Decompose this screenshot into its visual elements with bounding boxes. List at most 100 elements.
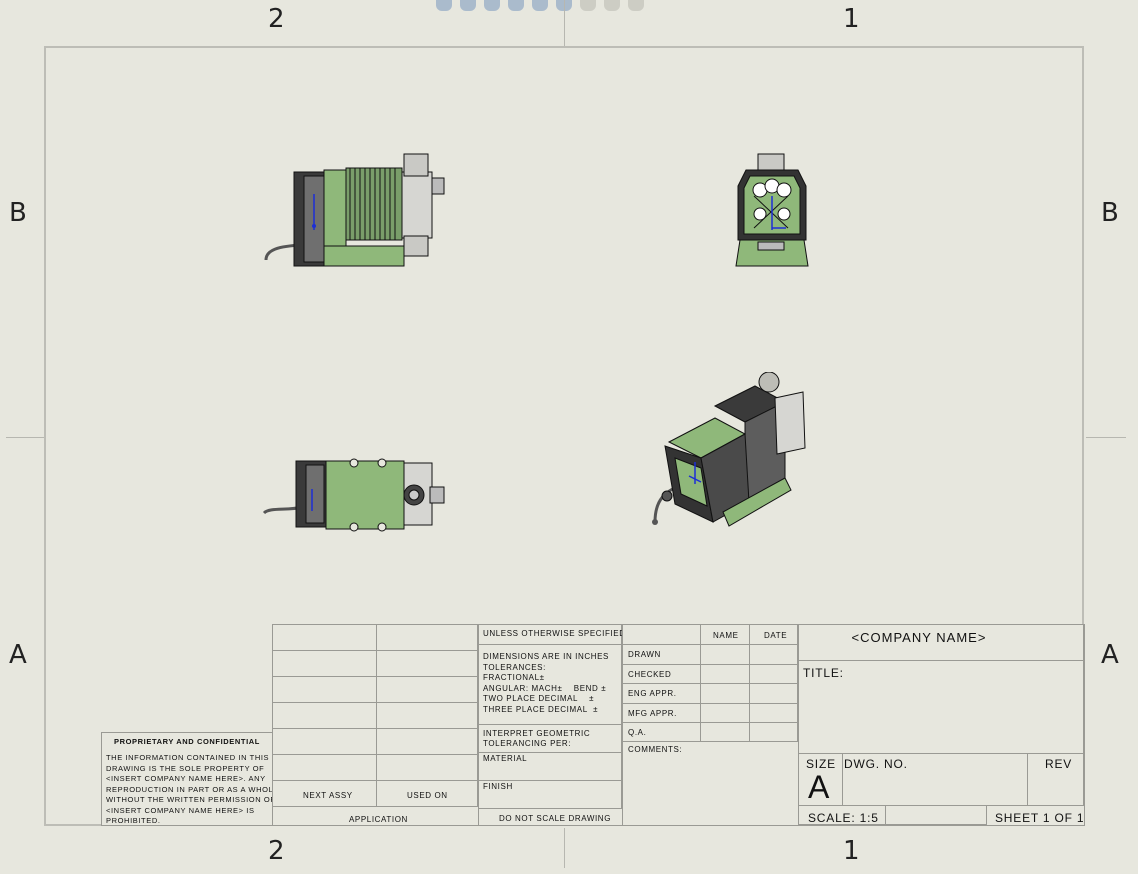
finish-cell — [479, 781, 622, 809]
zone-divider — [6, 437, 44, 438]
date-header-cell — [750, 625, 798, 645]
zone-label-left-b: B — [9, 198, 27, 228]
approval-row — [623, 645, 701, 665]
hide-show-icon[interactable] — [604, 0, 620, 11]
proprietary-heading: PROPRIETARY AND CONFIDENTIAL — [114, 737, 260, 746]
approval-row — [623, 703, 701, 723]
display-style-icon[interactable] — [580, 0, 596, 11]
view-toolbar — [436, 0, 696, 12]
zone-label-top-1: 1 — [843, 4, 860, 34]
grid-cell — [377, 703, 478, 729]
proprietary-line: <INSERT COMPANY NAME HERE>. ANY — [106, 774, 266, 783]
approval-label: CHECKED — [628, 670, 672, 679]
approval-row — [623, 664, 701, 684]
next-assy-cell — [273, 781, 377, 807]
grid-cell — [273, 755, 377, 781]
approval-label: Q.A. — [628, 728, 647, 737]
approval-label: ENG APPR. — [628, 689, 677, 698]
used-on-cell — [377, 781, 478, 807]
size-label: SIZE — [806, 757, 836, 771]
dimensions-line: TOLERANCES: — [483, 662, 546, 672]
side-view[interactable] — [730, 150, 814, 272]
title-label: TITLE: — [803, 666, 844, 680]
zone-label-bottom-1: 1 — [843, 836, 860, 866]
dwg-no-cell[interactable] — [843, 754, 1028, 806]
unless-cell — [479, 625, 622, 645]
interpret-line: TOLERANCING PER: — [483, 739, 572, 748]
interpret-cell — [479, 725, 622, 753]
approval-date-cell[interactable] — [750, 703, 798, 723]
appearance-icon[interactable] — [628, 0, 644, 11]
approval-date-cell[interactable] — [750, 723, 798, 742]
scale-label: SCALE: 1:5 — [808, 811, 879, 825]
zone-divider — [1086, 437, 1126, 438]
approval-name-cell[interactable] — [701, 664, 750, 684]
pan-icon[interactable] — [508, 0, 524, 11]
approval-name-cell[interactable] — [701, 703, 750, 723]
top-view[interactable] — [258, 455, 453, 535]
company-cell[interactable] — [799, 625, 1084, 661]
approval-name-cell[interactable] — [701, 684, 750, 704]
grid-cell — [377, 677, 478, 703]
name-header-cell — [701, 625, 750, 645]
size-cell — [799, 754, 843, 806]
material-label: MATERIAL — [483, 754, 528, 763]
name-header: NAME — [713, 631, 739, 640]
grid-cell — [377, 755, 478, 781]
proprietary-line: <INSERT COMPANY NAME HERE> IS — [106, 805, 255, 815]
rev-label: REV — [1045, 757, 1073, 771]
zone-divider — [564, 0, 565, 46]
scale-cell — [799, 806, 886, 825]
zone-label-right-b: B — [1101, 198, 1119, 228]
front-view[interactable] — [258, 150, 453, 270]
approvals-header-cell — [623, 625, 701, 645]
grid-cell — [377, 651, 478, 677]
rev-cell[interactable] — [1028, 754, 1084, 806]
proprietary-line: PROHIBITED. — [106, 816, 161, 825]
material-cell — [479, 753, 622, 781]
revision-grid: NEXT ASSY USED ON APPLICATION — [272, 624, 479, 826]
dimensions-line: TWO PLACE DECIMAL ± — [483, 694, 595, 703]
approval-label: MFG APPR. — [628, 709, 677, 718]
size-value: A — [808, 769, 830, 805]
sheet-label: SHEET 1 OF 1 — [995, 811, 1085, 825]
zone-divider — [564, 828, 565, 868]
title-cell[interactable] — [799, 661, 1084, 754]
interpret-line: INTERPRET GEOMETRIC — [483, 729, 591, 738]
weight-cell — [886, 806, 987, 825]
dimensions-line: THREE PLACE DECIMAL ± — [483, 704, 599, 714]
approval-name-cell[interactable] — [701, 723, 750, 742]
zoom-to-fit-icon[interactable] — [436, 0, 452, 11]
proprietary-box: PROPRIETARY AND CONFIDENTIAL THE INFORMA… — [101, 732, 278, 826]
next-assy-label: NEXT ASSY — [303, 791, 353, 800]
zone-label-left-a: A — [9, 640, 27, 670]
dwg-no-label: DWG. NO. — [844, 757, 908, 771]
proprietary-line: DRAWING IS THE SOLE PROPERTY OF — [106, 763, 265, 773]
zoom-area-icon[interactable] — [460, 0, 476, 11]
approval-date-cell[interactable] — [750, 664, 798, 684]
unless-label: UNLESS OTHERWISE SPECIFIED: — [483, 629, 629, 638]
grid-cell — [273, 625, 377, 651]
grid-cell — [273, 677, 377, 703]
approval-row — [623, 684, 701, 704]
proprietary-line: WITHOUT THE WRITTEN PERMISSION OF — [106, 795, 276, 804]
isometric-view[interactable] — [645, 372, 815, 532]
dimensions-line: DIMENSIONS ARE IN INCHES — [483, 652, 609, 661]
company-block: <COMPANY NAME> TITLE: SIZE A DWG. NO. RE… — [798, 624, 1085, 826]
approval-date-cell[interactable] — [750, 645, 798, 665]
company-name: <COMPANY NAME> — [851, 630, 987, 645]
dimensions-line: ANGULAR: MACH± BEND ± — [483, 683, 607, 693]
tolerance-block: UNLESS OTHERWISE SPECIFIED: DIMENSIONS A… — [478, 624, 628, 826]
zoom-in-out-icon[interactable] — [484, 0, 500, 11]
zone-label-top-2: 2 — [268, 4, 285, 34]
proprietary-line: REPRODUCTION IN PART OR AS A WHOLE — [106, 784, 279, 794]
approval-name-cell[interactable] — [701, 645, 750, 665]
approval-date-cell[interactable] — [750, 684, 798, 704]
grid-cell — [377, 729, 478, 755]
grid-cell — [377, 625, 478, 651]
date-header: DATE — [764, 631, 788, 640]
rotate-icon[interactable] — [532, 0, 548, 11]
dimensions-cell — [479, 645, 622, 725]
proprietary-line: THE INFORMATION CONTAINED IN THIS — [106, 753, 270, 762]
approval-label: DRAWN — [628, 650, 661, 659]
